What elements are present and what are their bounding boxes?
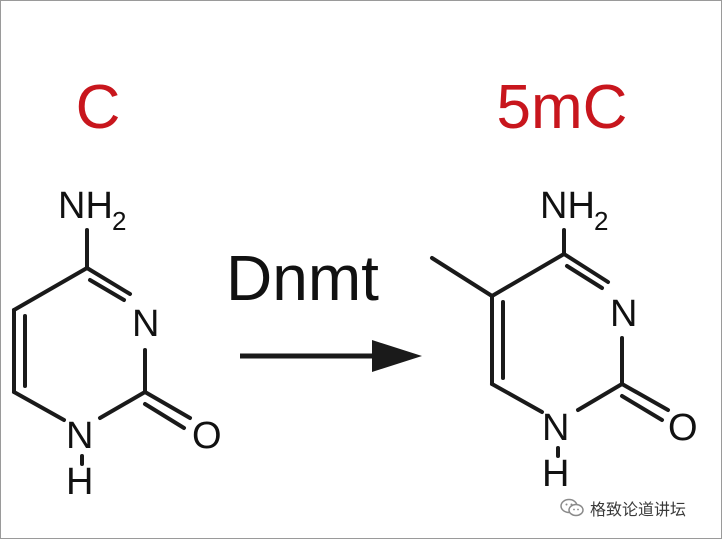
enzyme-label: Dnmt — [226, 242, 379, 314]
methylcytosine-n1-hydrogen: H — [542, 453, 569, 495]
cytosine-n1-c2-bond — [98, 390, 147, 420]
watermark: 格致论道讲坛 — [560, 496, 686, 520]
cytosine-c4-c5-bond — [12, 266, 89, 312]
methylcytosine-n3-atom: N — [610, 293, 637, 335]
cytosine-c2-o-bond — [143, 390, 192, 420]
methylcytosine-c2-o-bond — [620, 382, 670, 412]
cytosine-c4-n3-bond — [85, 266, 132, 296]
cytosine-label: C — [76, 73, 121, 142]
methylcytosine-c4-n3-double-bond — [565, 264, 604, 290]
methylcytosine-c2-o-double-bond — [620, 394, 664, 422]
methylcytosine-c4-c5-bond — [490, 252, 566, 298]
methylcytosine-c4-n3-bond — [562, 252, 610, 284]
cytosine-n1-atom: N — [66, 415, 93, 457]
cytosine-c4-n3-double-bond — [88, 278, 126, 302]
methylcytosine-amine-atom: NH — [540, 185, 595, 227]
arrow-head — [372, 340, 422, 372]
methylcytosine-n1-atom: N — [542, 407, 569, 449]
cytosine-amine-subscript: 2 — [112, 206, 126, 236]
cytosine-amine-atom: NH — [58, 185, 113, 227]
methylcytosine-structure: NH 2 N N H O — [430, 185, 698, 495]
cytosine-c6-n1-bond — [12, 390, 66, 422]
methylcytosine-amine-subscript: 2 — [594, 206, 608, 236]
cytosine-carbonyl-oxygen: O — [192, 415, 222, 457]
cytosine-n3-atom: N — [132, 303, 159, 345]
methylcytosine-c6-n1-bond — [490, 382, 544, 414]
methylcytosine-carbonyl-oxygen: O — [668, 407, 698, 449]
watermark-text: 格致论道讲坛 — [590, 500, 687, 519]
wechat-icon — [560, 498, 584, 517]
methylcytosine-n1-c2-bond — [576, 382, 624, 412]
methylcytosine-label: 5mC — [497, 73, 628, 142]
cytosine-c2-o-double-bond — [143, 402, 186, 430]
cytosine-n1-hydrogen: H — [66, 461, 93, 503]
reaction-arrow — [240, 340, 422, 372]
methyl-group-bond — [430, 256, 494, 298]
cytosine-structure: NH 2 N N H O — [12, 185, 222, 503]
